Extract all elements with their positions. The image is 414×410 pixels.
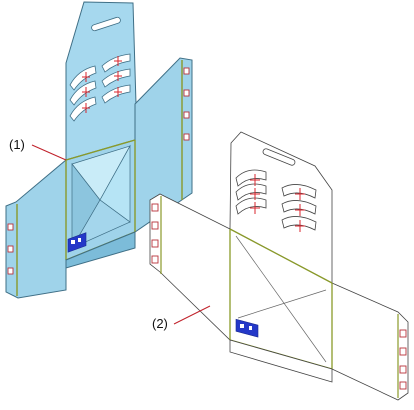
callout-2-leader [173,305,211,325]
callout-2-label: (2) [152,316,168,331]
model-2-window-diagonals [235,235,327,363]
model-2-plate-marks [240,324,252,330]
callout-2: (2) [152,305,211,331]
model-2-right-wing [331,282,409,401]
model-1-colored-blank [5,1,193,299]
model-1-cross-marks [82,56,122,113]
model-1-plate-marks [71,238,81,244]
model-1-blue-plate [67,232,87,253]
model-2-cross-marks [250,174,305,232]
model-1-hang-slot [91,16,121,32]
model-2-right-tabs [399,329,407,390]
model-1-left-tabs [7,223,14,275]
model-1-window-facet-d [71,199,131,249]
model-1-left-wing [5,158,67,299]
model-1-window-slots [69,53,131,122]
model-2-outline-blank [149,131,409,401]
callout-1: (1) [9,137,67,161]
model-2-hang-slot [262,148,296,166]
model-1-right-tabs [183,67,190,141]
model-1-bottom-flap [65,231,136,269]
model-2-blue-plate [235,318,259,338]
callout-1-leader [31,144,67,161]
model-2-left-tabs [151,203,159,264]
callout-1-label: (1) [9,137,25,152]
model-2-window-slots [235,169,317,231]
model-2-bottom-flap [229,339,333,383]
